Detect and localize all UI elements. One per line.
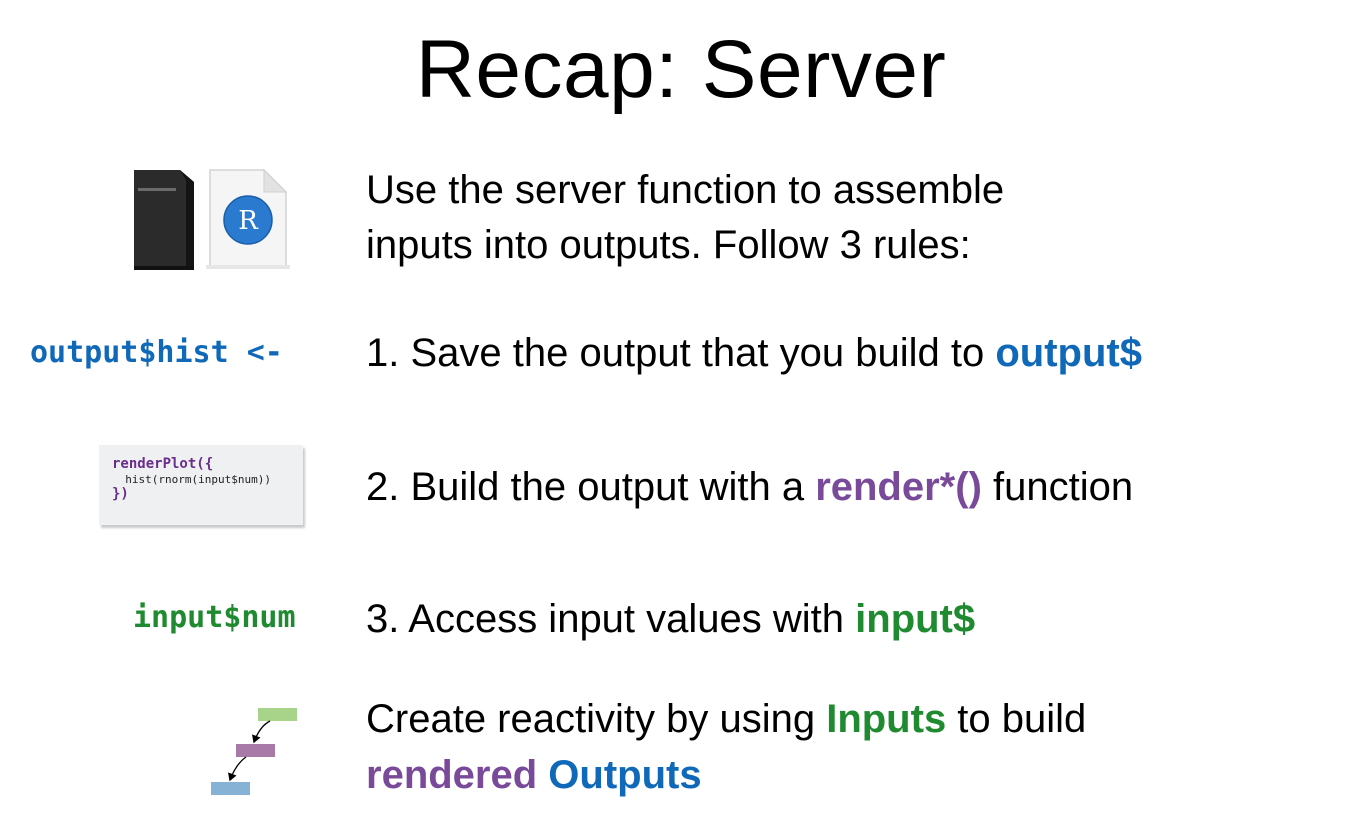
intro-line-1: Use the server function to assemble: [366, 168, 1005, 212]
rule-1-text: 1. Save the output that you build to out…: [366, 325, 1142, 381]
summary-rendered: rendered: [366, 753, 538, 797]
rule-2-prefix: 2. Build the output with a: [366, 465, 816, 509]
rule-3-highlight: input$: [855, 597, 976, 641]
rule-1-highlight: output$: [995, 331, 1142, 375]
rule-2-suffix: function: [981, 465, 1134, 509]
code-line-2: hist(rnorm(input$num)): [112, 473, 271, 486]
summary-inputs: Inputs: [826, 697, 947, 741]
summary-line-2: rendered Outputs: [366, 747, 702, 803]
render-plot-code-box: renderPlot({ hist(rnorm(input$num))}): [99, 445, 303, 525]
intro-line-2: inputs into outputs. Follow 3 rules:: [366, 223, 971, 267]
summary-outputs: Outputs: [548, 753, 702, 797]
code-line-3: }): [112, 486, 129, 502]
summary-middle: to build: [946, 697, 1087, 741]
reactive-flow-icon: [208, 706, 300, 803]
server-tower-icon: [134, 168, 196, 277]
rule-3-prefix: 3. Access input values with: [366, 597, 856, 641]
summary-line-1: Create reactivity by using Inputs to bui…: [366, 691, 1086, 747]
input-num-code-label: input$num: [133, 600, 296, 635]
rule-3-text: 3. Access input values with input$: [366, 591, 975, 647]
code-line-1: renderPlot({: [112, 456, 214, 472]
slide-title: Recap: Server: [415, 24, 947, 115]
rule-1-prefix: 1. Save the output that you build to: [366, 331, 996, 375]
r-file-icon: R: [206, 168, 290, 277]
rule-2-text: 2. Build the output with a render*() fun…: [366, 459, 1133, 515]
svg-text:R: R: [238, 206, 259, 236]
summary-prefix: Create reactivity by using: [366, 697, 827, 741]
output-hist-code-label: output$hist <-: [30, 335, 283, 370]
rule-2-highlight: render*(): [815, 465, 982, 509]
